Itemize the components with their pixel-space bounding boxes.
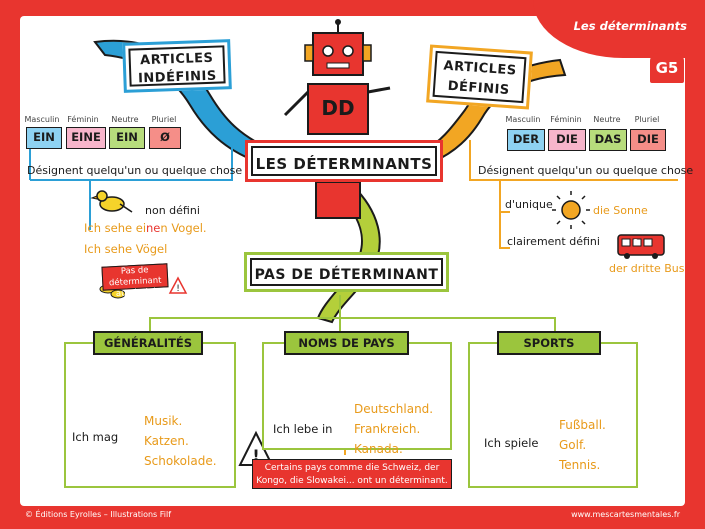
indefinite-example-2: Ich sehe Vögel <box>84 242 168 256</box>
bus-icon <box>617 234 665 259</box>
gender-masculine-def: Masculin <box>505 115 541 124</box>
footer-website[interactable]: www.mescartesmentales.fr <box>571 510 680 519</box>
definite-example-sun: die Sonne <box>593 204 648 217</box>
section-noms-de-pays <box>262 342 452 450</box>
right-connector <box>469 140 678 181</box>
page-title: Les déterminants <box>573 19 687 33</box>
gender-neutral-def: Neutre <box>593 115 621 124</box>
generalites-item-2: Katzen. <box>144 434 189 448</box>
gender-plural-def: Pluriel <box>634 115 660 124</box>
definite-usage-defined: clairement défini <box>507 235 600 248</box>
indefinite-title: ARTICLES INDÉFINIS <box>122 39 232 93</box>
sports-item-2: Golf. <box>559 438 587 452</box>
pays-item-1: Deutschland. <box>354 402 434 416</box>
article-eine-fem: EINE <box>66 127 106 149</box>
sun-icon <box>552 191 590 229</box>
grammar-badge: G5 <box>650 53 684 83</box>
countries-warning-note: Certains pays comme die Schweiz, der Kon… <box>252 459 452 489</box>
generalites-item-1: Musik. <box>144 414 183 428</box>
section-generalites <box>64 342 236 488</box>
svg-text:!: ! <box>252 446 259 465</box>
article-die-fem: DIE <box>548 129 586 151</box>
section-header-noms-de-pays: NOMS DE PAYS <box>284 331 409 355</box>
left-connector <box>30 140 233 181</box>
lower-connector <box>149 317 556 333</box>
plural-note: Pas de déterminant au pluriel <box>101 263 169 299</box>
article-die-plural: DIE <box>630 129 666 151</box>
sports-item-3: Tennis. <box>559 458 601 472</box>
sports-item-1: Fußball. <box>559 418 606 432</box>
article-ein-masc: EIN <box>26 127 62 149</box>
pays-lead: Ich lebe in <box>273 422 333 436</box>
section-header-sports: SPORTS <box>497 331 601 355</box>
bird-icon <box>90 190 133 213</box>
pays-item-2: Frankreich. <box>354 422 421 436</box>
gender-neutral: Neutre <box>111 115 139 124</box>
definite-description: Désignent quelqu'un ou quelque chose <box>478 164 694 177</box>
definite-example-bus: der dritte Bus <box>609 262 685 275</box>
robot-icon <box>283 19 391 219</box>
gender-feminine-def: Féminin <box>550 115 582 124</box>
article-der: DER <box>507 129 545 151</box>
article-none-plural: Ø <box>149 127 181 149</box>
lower-ribbon <box>316 183 381 324</box>
indefinite-description: Désignent quelqu'un ou quelque chose <box>27 164 243 177</box>
pays-item-3: Kanada. <box>354 442 403 456</box>
definite-title: ARTICLES DÉFINIS <box>426 44 533 110</box>
section-sports <box>468 342 638 488</box>
sports-lead: Ich spiele <box>484 436 539 450</box>
footer-copyright: © Éditions Eyrolles – Illustrations Filf <box>25 510 172 519</box>
generalites-item-3: Schokolade. <box>144 454 217 468</box>
gender-plural: Pluriel <box>151 115 177 124</box>
central-title: LES DÉTERMINANTS <box>245 140 443 182</box>
section-header-generalites: GÉNÉRALITÉS <box>93 331 203 355</box>
indefinite-usage: non défini <box>145 204 200 217</box>
robot-label: DD <box>321 96 355 120</box>
svg-text:!: ! <box>176 284 180 294</box>
gender-masculine: Masculin <box>24 115 60 124</box>
definite-usage-unique: d'unique <box>505 198 553 211</box>
gender-feminine: Féminin <box>67 115 99 124</box>
no-determiner-title: PAS DE DÉTERMINANT <box>244 252 449 292</box>
article-ein-neutral: EIN <box>109 127 145 149</box>
generalites-lead: Ich mag <box>72 430 119 444</box>
warning-icon: ! <box>168 276 188 294</box>
article-das: DAS <box>589 129 627 151</box>
bus-number: 3 <box>633 238 639 247</box>
indefinite-example-1: Ich sehe einen Vogel. <box>84 221 207 235</box>
